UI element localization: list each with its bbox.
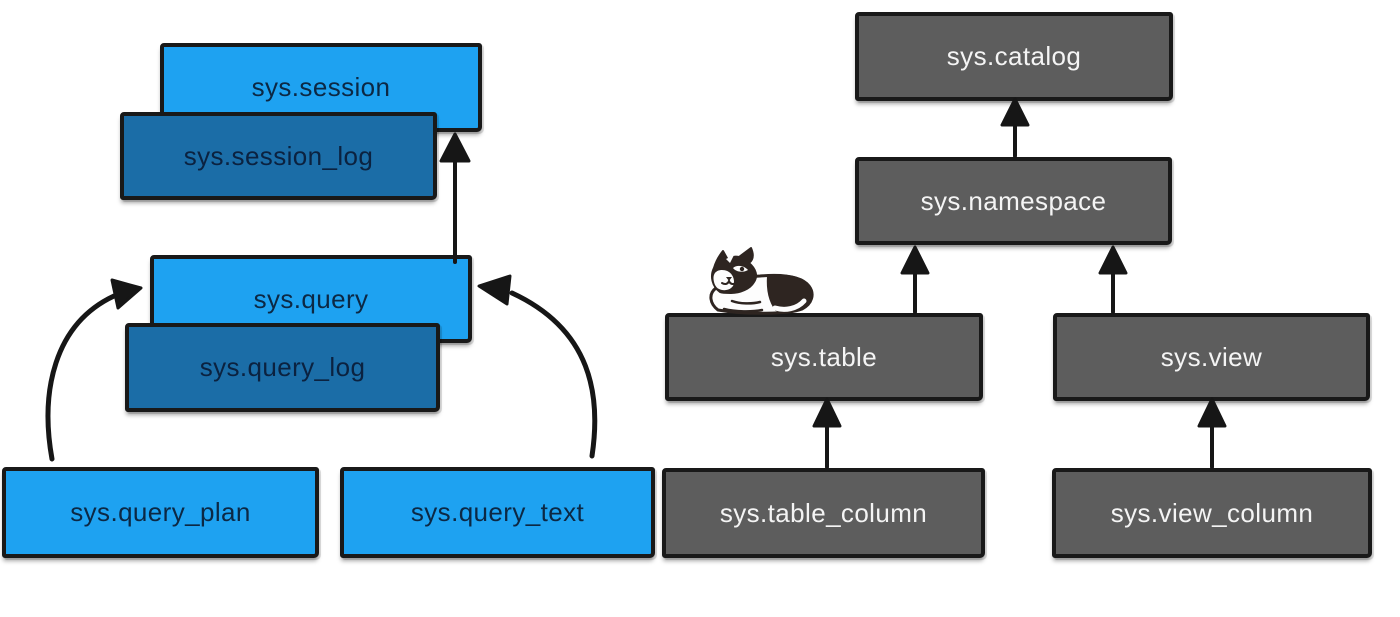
node-sys-table-column: sys.table_column [662,468,985,558]
node-label: sys.session [251,72,391,102]
node-label: sys.catalog [946,41,1082,71]
node-label: sys.session_log [183,140,374,171]
node-sys-query-text: sys.query_text [340,467,655,558]
node-label: sys.query_text [410,497,585,527]
node-label: sys.namespace [920,185,1107,216]
node-label: sys.query [253,283,369,314]
node-label: sys.query_plan [70,497,251,527]
cat-illustration [709,247,814,315]
node-sys-session-log: sys.session_log [120,112,437,200]
node-label: sys.table [770,341,878,372]
node-sys-namespace: sys.namespace [855,157,1172,245]
node-sys-catalog: sys.catalog [855,12,1173,101]
node-sys-view: sys.view [1053,313,1370,401]
arrow-sys-table-to-sys-namespace [900,245,930,314]
node-label: sys.view_column [1110,497,1314,528]
arrow-sys-view-column-to-sys-view [1197,397,1227,469]
node-sys-query-log: sys.query_log [125,323,440,412]
arrow-sys-view-to-sys-namespace [1098,245,1128,314]
node-label: sys.view [1160,341,1263,372]
arrow-sys-namespace-to-sys-catalog [1000,97,1030,158]
node-label: sys.query_log [199,352,366,382]
node-sys-view-column: sys.view_column [1052,468,1372,558]
arrow-sys-query-to-sys-session [439,132,471,264]
node-sys-query-plan: sys.query_plan [2,467,319,558]
node-label: sys.table_column [719,497,928,528]
node-sys-table: sys.table [665,313,983,401]
arrow-sys-query-text-to-sys-query [477,274,598,459]
arrow-sys-table-column-to-sys-table [812,397,842,469]
